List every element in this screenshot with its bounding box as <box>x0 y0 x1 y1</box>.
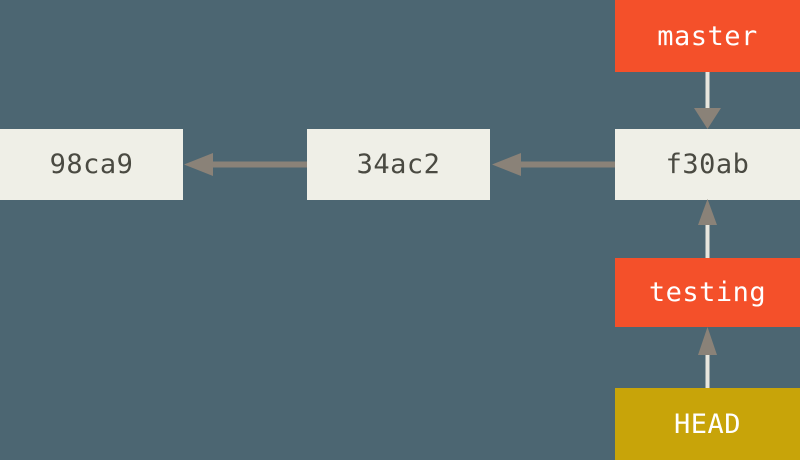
commit-label-f30ab: f30ab <box>665 149 750 180</box>
branch-label-testing-text: testing <box>648 277 767 308</box>
arrow-f30ab-to-34ac2 <box>492 153 615 176</box>
branch-label-testing[interactable]: testing <box>615 258 800 327</box>
arrow-head-to-testing <box>698 327 717 388</box>
head-pointer[interactable]: HEAD <box>615 388 800 460</box>
arrow-34ac2-to-98ca9 <box>184 153 307 176</box>
commit-node-34ac2[interactable]: 34ac2 <box>307 129 490 200</box>
commit-node-98ca9[interactable]: 98ca9 <box>0 129 183 200</box>
arrow-master-to-f30ab <box>694 72 721 129</box>
commit-label-98ca9: 98ca9 <box>49 149 134 180</box>
head-pointer-text: HEAD <box>673 408 742 440</box>
arrow-testing-to-f30ab <box>698 199 717 258</box>
commit-node-f30ab[interactable]: f30ab <box>615 129 800 200</box>
commit-label-34ac2: 34ac2 <box>356 149 441 180</box>
branch-label-master-text: master <box>657 20 758 52</box>
branch-label-master[interactable]: master <box>615 0 800 72</box>
